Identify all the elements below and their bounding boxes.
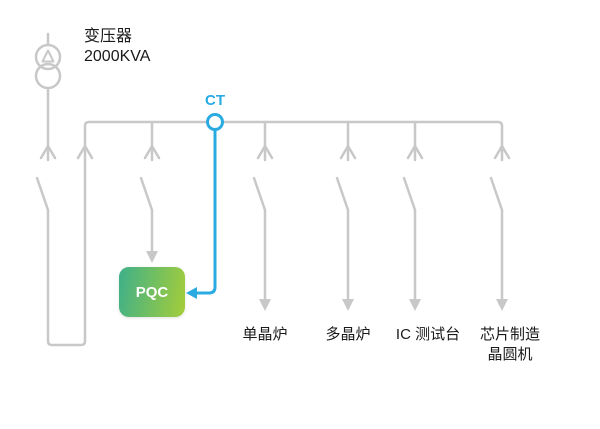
pqc-box: PQC [119,267,185,317]
disconnect-arrow-icons [39,144,511,160]
incoming-switch-blade [35,176,50,212]
ct-signal-arrow-icon [186,287,197,299]
load-label-ic-test-bench: IC 测试台 [395,326,461,343]
ct-label: CT [205,92,225,109]
feeder-lower-segments [150,208,504,302]
ct-sensor-icon [206,113,224,131]
load-label-poly-furnace: 多晶炉 [325,326,371,343]
load-arrow-icons [146,251,508,311]
switch-blade-icons [139,176,504,212]
load-label-mono-furnace: 单晶炉 [242,326,288,343]
pqc-label: PQC [135,283,169,301]
transformer-label: 变压器 [84,28,133,45]
transformer-icon [34,32,62,90]
load-label-wafer-machine: 晶圆机 [487,346,533,363]
ct-signal-line [195,128,217,295]
feeder-upper-segments [150,120,417,162]
bus-loop-line [46,120,504,347]
transformer-rating: 2000KVA [84,48,151,65]
load-label-chip-manufacturing: 芯片制造 [479,326,541,343]
